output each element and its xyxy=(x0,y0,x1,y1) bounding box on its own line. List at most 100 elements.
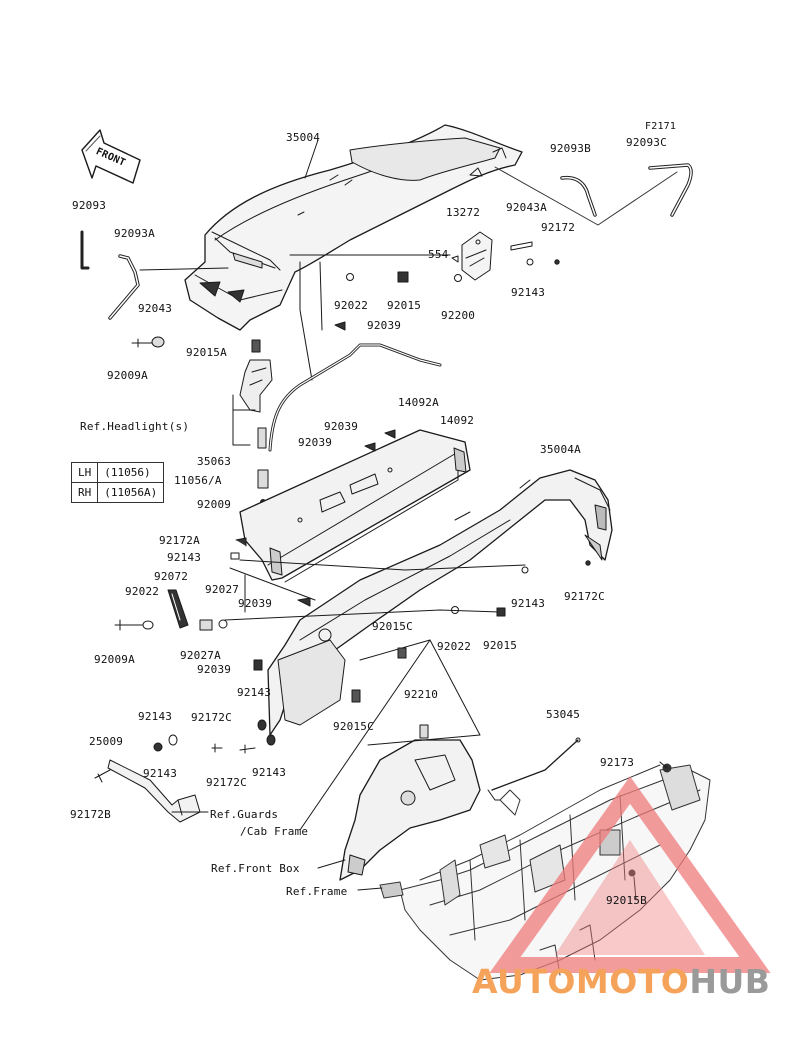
part-label-92143-low: 92143 xyxy=(237,686,272,699)
part-label-92172C-b: 92172C xyxy=(206,776,247,789)
part-label-92143-d: 92143 xyxy=(252,766,287,779)
nut-92200 xyxy=(454,274,462,282)
part-label-92039-low: 92039 xyxy=(197,663,232,676)
screw-92172-top xyxy=(554,259,560,265)
clip-92039-a xyxy=(384,429,396,439)
collar-92027A xyxy=(199,619,213,631)
ref-headlight: Ref.Headlight(s) xyxy=(80,420,190,433)
part-label-92093: 92093 xyxy=(72,199,107,212)
washer-92143-d xyxy=(266,734,276,746)
part-label-554: 554 xyxy=(428,248,449,261)
part-label-92009: 92009 xyxy=(197,498,232,511)
part-label-13272: 13272 xyxy=(446,206,481,219)
washer-92143-top xyxy=(526,258,534,266)
ref-front-box: Ref.Front Box xyxy=(211,862,300,875)
part-label-53045: 53045 xyxy=(546,708,581,721)
part-label-92015A: 92015A xyxy=(186,346,227,359)
part-label-92172C-right: 92172C xyxy=(564,590,605,603)
nut-92143-c xyxy=(153,742,163,752)
grommet-92043 xyxy=(151,336,165,348)
part-label-92172A: 92172A xyxy=(159,534,200,547)
part-label-92200: 92200 xyxy=(441,309,476,322)
bracket-13272 xyxy=(461,231,533,281)
table-row: LH (11056) xyxy=(70,462,165,483)
part-label-92172-top: 92172 xyxy=(541,221,576,234)
part-label-14092A: 14092A xyxy=(398,396,439,409)
table-cell-part: (11056) xyxy=(97,462,165,483)
part-label-92093B: 92093B xyxy=(550,142,591,155)
clip-92039-low xyxy=(253,659,263,671)
watermark-logo-part1: AUTOMOTO xyxy=(472,962,690,1001)
part-label-92015-center: 92015 xyxy=(483,639,518,652)
part-label-92022-top: 92022 xyxy=(334,299,369,312)
watermark-logo: AUTOMOTOHUB xyxy=(472,962,770,1002)
nut-92015-top xyxy=(397,271,409,283)
trim-92093B xyxy=(560,175,597,217)
clip-92039-top xyxy=(334,321,346,331)
part-label-92015C-a: 92015C xyxy=(372,620,413,633)
part-label-92172B: 92172B xyxy=(70,808,111,821)
part-label-92015C-b: 92015C xyxy=(333,720,374,733)
bolt-92009A-top xyxy=(131,338,153,348)
table-cell-part: (11056A) xyxy=(97,482,165,503)
part-label-14092: 14092 xyxy=(440,414,475,427)
clip-92039-b xyxy=(364,442,376,452)
part-label-92043: 92043 xyxy=(138,302,173,315)
part-label-92043A: 92043A xyxy=(506,201,547,214)
part-label-92143-mid: 92143 xyxy=(167,551,202,564)
part-label-35063: 35063 xyxy=(197,455,232,468)
washer-92143-c xyxy=(168,734,178,746)
bracket-92072 xyxy=(167,589,189,629)
part-label-92015-top: 92015 xyxy=(387,299,422,312)
part-label-92015B: 92015B xyxy=(606,894,647,907)
bolt-92009A-left xyxy=(114,619,143,631)
washer-92143-right xyxy=(521,566,529,574)
front-arrow xyxy=(81,129,141,184)
part-label-92009A-top: 92009A xyxy=(107,369,148,382)
washer-92022-center xyxy=(451,606,459,614)
part-label-92022-center: 92022 xyxy=(437,640,472,653)
nut-92015A xyxy=(251,339,261,353)
part-label-92009A-left: 92009A xyxy=(94,653,135,666)
washer-92143-low xyxy=(257,719,267,731)
part-label-25009: 25009 xyxy=(89,735,124,748)
screw-92172C-a xyxy=(211,743,223,753)
part-label-11056A: 11056/A xyxy=(174,474,222,487)
part-label-92093C: 92093C xyxy=(626,136,667,149)
part-label-92173: 92173 xyxy=(600,756,635,769)
screw-92172C-right xyxy=(585,560,591,566)
screw-92172A xyxy=(235,537,247,547)
watermark-logo-part2: HUB xyxy=(689,962,771,1001)
headlight-bracket xyxy=(239,359,273,449)
trim-92093 xyxy=(80,230,90,270)
part-label-92027: 92027 xyxy=(205,583,240,596)
part-label-92210: 92210 xyxy=(404,688,439,701)
table-row: RH (11056A) xyxy=(70,482,165,503)
headlight-part-table: LH (11056) RH (11056A) xyxy=(70,462,165,503)
front-fender-35004 xyxy=(184,124,523,331)
washer-92022-left xyxy=(142,620,154,630)
part-label-35004: 35004 xyxy=(286,131,321,144)
part-label-92022-left: 92022 xyxy=(125,585,160,598)
nut-92015C-b xyxy=(351,689,361,703)
watermark-triangle xyxy=(489,776,771,973)
washer-92143-mid xyxy=(230,552,240,560)
part-label-92039-a: 92039 xyxy=(324,420,359,433)
nut-92015C-a xyxy=(397,647,407,659)
ref-frame: Ref.Frame xyxy=(286,885,348,898)
nut-92015-center xyxy=(496,607,506,617)
washer-92027 xyxy=(218,619,228,629)
cable-53045 xyxy=(491,739,579,791)
rear-fender-35004A xyxy=(267,469,613,736)
part-label-92143-left: 92143 xyxy=(138,710,173,723)
table-cell-side: LH xyxy=(70,462,99,483)
screw-92172C-b xyxy=(239,744,256,754)
part-label-92027A: 92027A xyxy=(180,649,221,662)
washer-92022-top xyxy=(346,273,354,281)
figure-code: F2171 xyxy=(645,121,677,132)
ref-cab-frame: /Cab Frame xyxy=(240,825,309,838)
part-label-92039-top: 92039 xyxy=(367,319,402,332)
screw-92172B xyxy=(94,769,111,783)
